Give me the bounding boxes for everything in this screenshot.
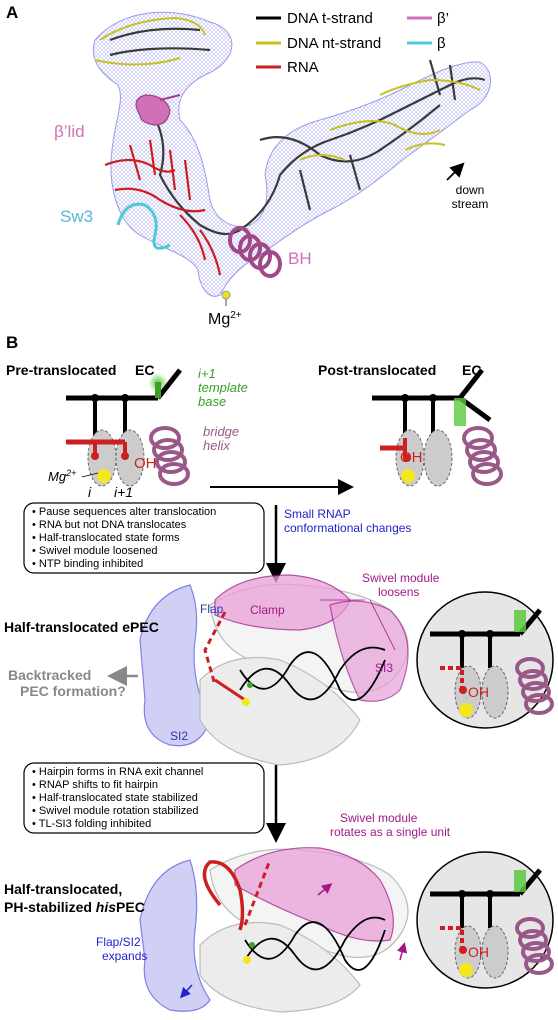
downstream-label-line1: down [456,183,485,197]
legend-t-strand: DNA t-strand [287,10,373,27]
sw3-model [116,202,171,250]
si2-label: SI2 [170,729,188,743]
hispec-lower [199,921,361,1013]
legend-rna: RNA [287,59,319,76]
backtracked-line2: PEC formation? [20,683,126,699]
box2-line-4: • Swivel module rotation stabilized [32,805,199,817]
box1-line-3: • Half-translocated state forms [32,532,180,544]
hispec-hairpin [202,860,245,931]
density-mesh [92,11,491,297]
pre-ec-label: EC [135,362,154,378]
box1-line-4: • Swivel module loosened [32,545,158,557]
bridge-helix-model [228,226,282,278]
his-title-line2: PH-stabilized hisPEC [4,899,145,915]
inset1-oh-label: OH [468,684,489,700]
flap-label: Flap [200,602,224,616]
box1-line-2: • RNA but not DNA translocates [32,519,187,531]
small-rnap-line2: conformational changes [284,521,411,535]
hispec-inset-circle [416,851,554,989]
sw3-label: Sw3 [60,207,93,226]
hispec-cartoon [139,847,409,1013]
mg-label: Mg2+ [208,310,242,328]
half-epec-title: Half-translocated ePEC [4,619,159,635]
backtracked-line1: Backtracked [8,667,91,683]
epec-inset-circle [416,591,554,729]
legend-nt-strand: DNA nt-strand [287,35,381,52]
pre-oh-label: OH [134,455,157,472]
box2-line-5: • TL-SI3 folding inhibited [32,818,151,830]
si3-label: SI3 [375,661,393,675]
panel-a: A [6,3,491,328]
beta-lid-model [135,94,181,126]
box-1: • Pause sequences alter translocation • … [23,502,265,574]
rna-model [104,139,222,276]
small-rnap-line1: Small RNAP [284,507,351,521]
i1-template-base-line3: base [198,394,226,409]
dna-nt-strand-model [94,16,481,161]
epec-lower [199,656,361,766]
box1-line-1: • Pause sequences alter translocation [32,506,216,518]
downstream-label-line2: stream [452,197,489,211]
post-oh-label: OH [400,449,423,466]
epec-cartoon [139,574,409,766]
his-title-line1: Half-translocated, [4,881,122,897]
density-surface [92,11,491,297]
flap-si2-line2: expands [102,949,147,963]
legend: DNA t-strand DNA nt-strand RNA β’ β [256,10,449,76]
box1-line-5: • NTP binding inhibited [32,558,143,570]
rotates-line1: Swivel module [340,811,418,825]
swivel-loosens-line2: loosens [378,585,419,599]
flap-si2-line1: Flap/SI2 [96,935,141,949]
clamp-label: Clamp [250,603,285,617]
hispec-swivel [234,847,394,942]
i1-label: i+1 [114,484,133,500]
swivel-loosens-line1: Swivel module [362,571,440,585]
downstream-arrow [446,162,465,181]
epec-flap-si2 [139,584,211,747]
box2-line-1: • Hairpin forms in RNA exit channel [32,766,203,778]
i-label: i [88,484,92,500]
beta-lid-label: β’lid [54,122,85,141]
pre-translocated-schematic [66,368,190,487]
bh-label: BH [288,249,312,268]
panel-b-letter: B [6,333,18,352]
i1-template-base-line1: i+1 [198,366,216,381]
bridge-helix-line1: bridge [203,424,239,439]
hispec-flap-si2 [139,859,211,1012]
box2-line-3: • Half-translocated state stabilized [32,792,198,804]
pre-mg-label: Mg2+ [48,468,76,484]
post-translocated-schematic [372,368,503,487]
epec-si3 [329,600,409,702]
legend-beta: β [437,35,446,52]
box2-line-2: • RNAP shifts to fit hairpin [32,779,158,791]
panel-b: B Pre-translocated EC [4,333,554,1013]
bridge-helix-line2: helix [203,438,230,453]
post-translocated-title: Post-translocated [318,362,436,378]
mg-ion [221,290,231,300]
rotates-line2: rotates as a single unit [330,825,451,839]
panel-a-letter: A [6,3,18,22]
inset2-oh-label: OH [468,944,489,960]
pre-translocated-title: Pre-translocated [6,362,116,378]
i1-template-base-line2: template [198,380,248,395]
legend-beta-prime: β’ [437,10,449,27]
box-2: • Hairpin forms in RNA exit channel • RN… [23,762,265,834]
